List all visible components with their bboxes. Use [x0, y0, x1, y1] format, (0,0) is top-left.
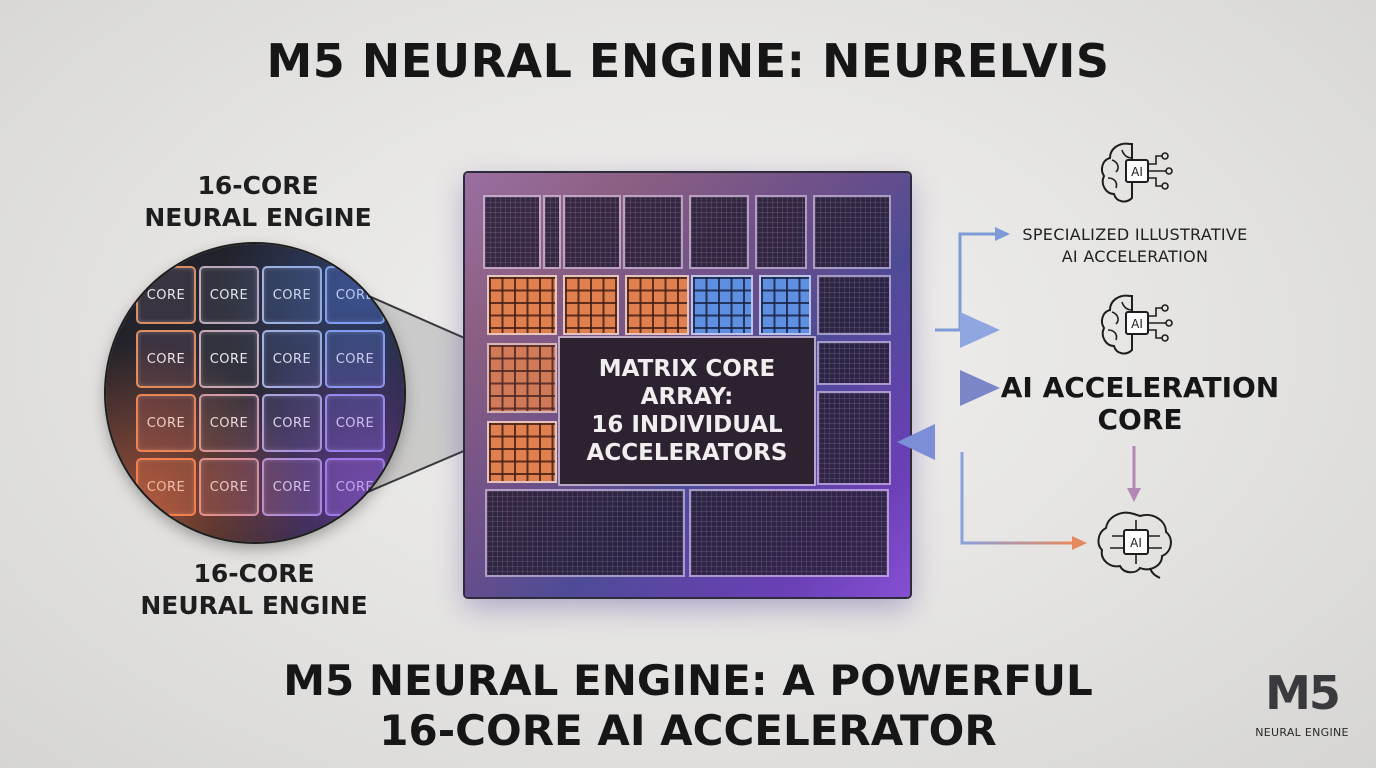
left-label-bottom-line1: 16-CORE	[193, 559, 315, 588]
matrix-line-3: 16 INDIVIDUAL	[591, 412, 783, 438]
left-label-bottom: 16-CORE NEURAL ENGINE	[104, 558, 404, 622]
brain-chip-icon: AI	[1101, 294, 1173, 355]
matrix-line-1: MATRIX CORE	[598, 356, 776, 382]
arrow-head	[960, 370, 1000, 406]
icon-label: AI	[1130, 536, 1142, 550]
icon-label: AI	[1131, 165, 1143, 179]
left-label-bottom-line2: NEURAL ENGINE	[140, 591, 368, 620]
ai-acceleration-core-label: AI ACCELERATION CORE	[1000, 372, 1280, 436]
arrow-head	[1072, 536, 1087, 550]
accelerator-orange	[489, 345, 555, 411]
chip-block	[815, 197, 889, 267]
matrix-core-array: MATRIX CORE ARRAY: 16 INDIVIDUAL ACCELER…	[560, 338, 814, 484]
matrix-core-text: MATRIX CORE ARRAY: 16 INDIVIDUAL ACCELER…	[587, 355, 788, 467]
chip-block	[565, 197, 619, 267]
arrow-head	[995, 227, 1010, 241]
arrow-to-brain	[960, 452, 1072, 545]
m5-badge-logo: M5	[1265, 666, 1341, 720]
bottom-title-line-2: 16-CORE AI ACCELERATOR	[379, 706, 997, 755]
matrix-line-2: ARRAY:	[640, 384, 734, 410]
chip-block	[819, 393, 889, 483]
accelerator-orange	[489, 423, 555, 481]
accelerator-orange	[489, 277, 555, 333]
chip-block	[487, 491, 683, 575]
chip-block	[691, 197, 747, 267]
chip-block	[485, 197, 539, 267]
bottom-title: M5 NEURAL ENGINE: A POWERFUL 16-CORE AI …	[160, 656, 1216, 756]
chip-block	[819, 343, 889, 383]
chip-block	[625, 197, 681, 267]
m5-badge-subtitle: NEURAL ENGINE	[1255, 726, 1349, 739]
chip-block	[757, 197, 805, 267]
arrow-head	[897, 424, 935, 460]
matrix-line-4: ACCELERATORS	[586, 440, 788, 466]
arrow-head	[960, 312, 1000, 348]
ai-core-line-1: AI ACCELERATION	[1000, 371, 1280, 404]
chip-block	[545, 197, 559, 267]
brain-chip-icon: AI	[1101, 142, 1173, 203]
accelerator-blue	[761, 277, 809, 333]
left-label-top-line2: NEURAL ENGINE	[144, 203, 372, 232]
left-label-top: 16-CORE NEURAL ENGINE	[108, 170, 408, 234]
arrow-head	[1127, 488, 1141, 502]
ai-core-line-2: CORE	[1097, 403, 1183, 436]
accelerator-blue	[693, 277, 751, 333]
specialized-label: SPECIALIZED ILLUSTRATIVE AI ACCELERATION	[1010, 224, 1260, 268]
brain-chip-icon: AI	[1097, 511, 1172, 579]
specialized-line-2: AI ACCELERATION	[1061, 247, 1209, 266]
specialized-line-1: SPECIALIZED ILLUSTRATIVE	[1022, 225, 1248, 244]
accelerator-orange	[565, 277, 617, 333]
left-label-top-line1: 16-CORE	[197, 171, 319, 200]
accelerator-orange	[627, 277, 687, 333]
chip-block	[691, 491, 887, 575]
page-title: M5 NEURAL ENGINE: NEURELVIS	[266, 34, 1110, 88]
bottom-title-line-1: M5 NEURAL ENGINE: A POWERFUL	[283, 656, 1093, 705]
icon-label: AI	[1131, 317, 1143, 331]
